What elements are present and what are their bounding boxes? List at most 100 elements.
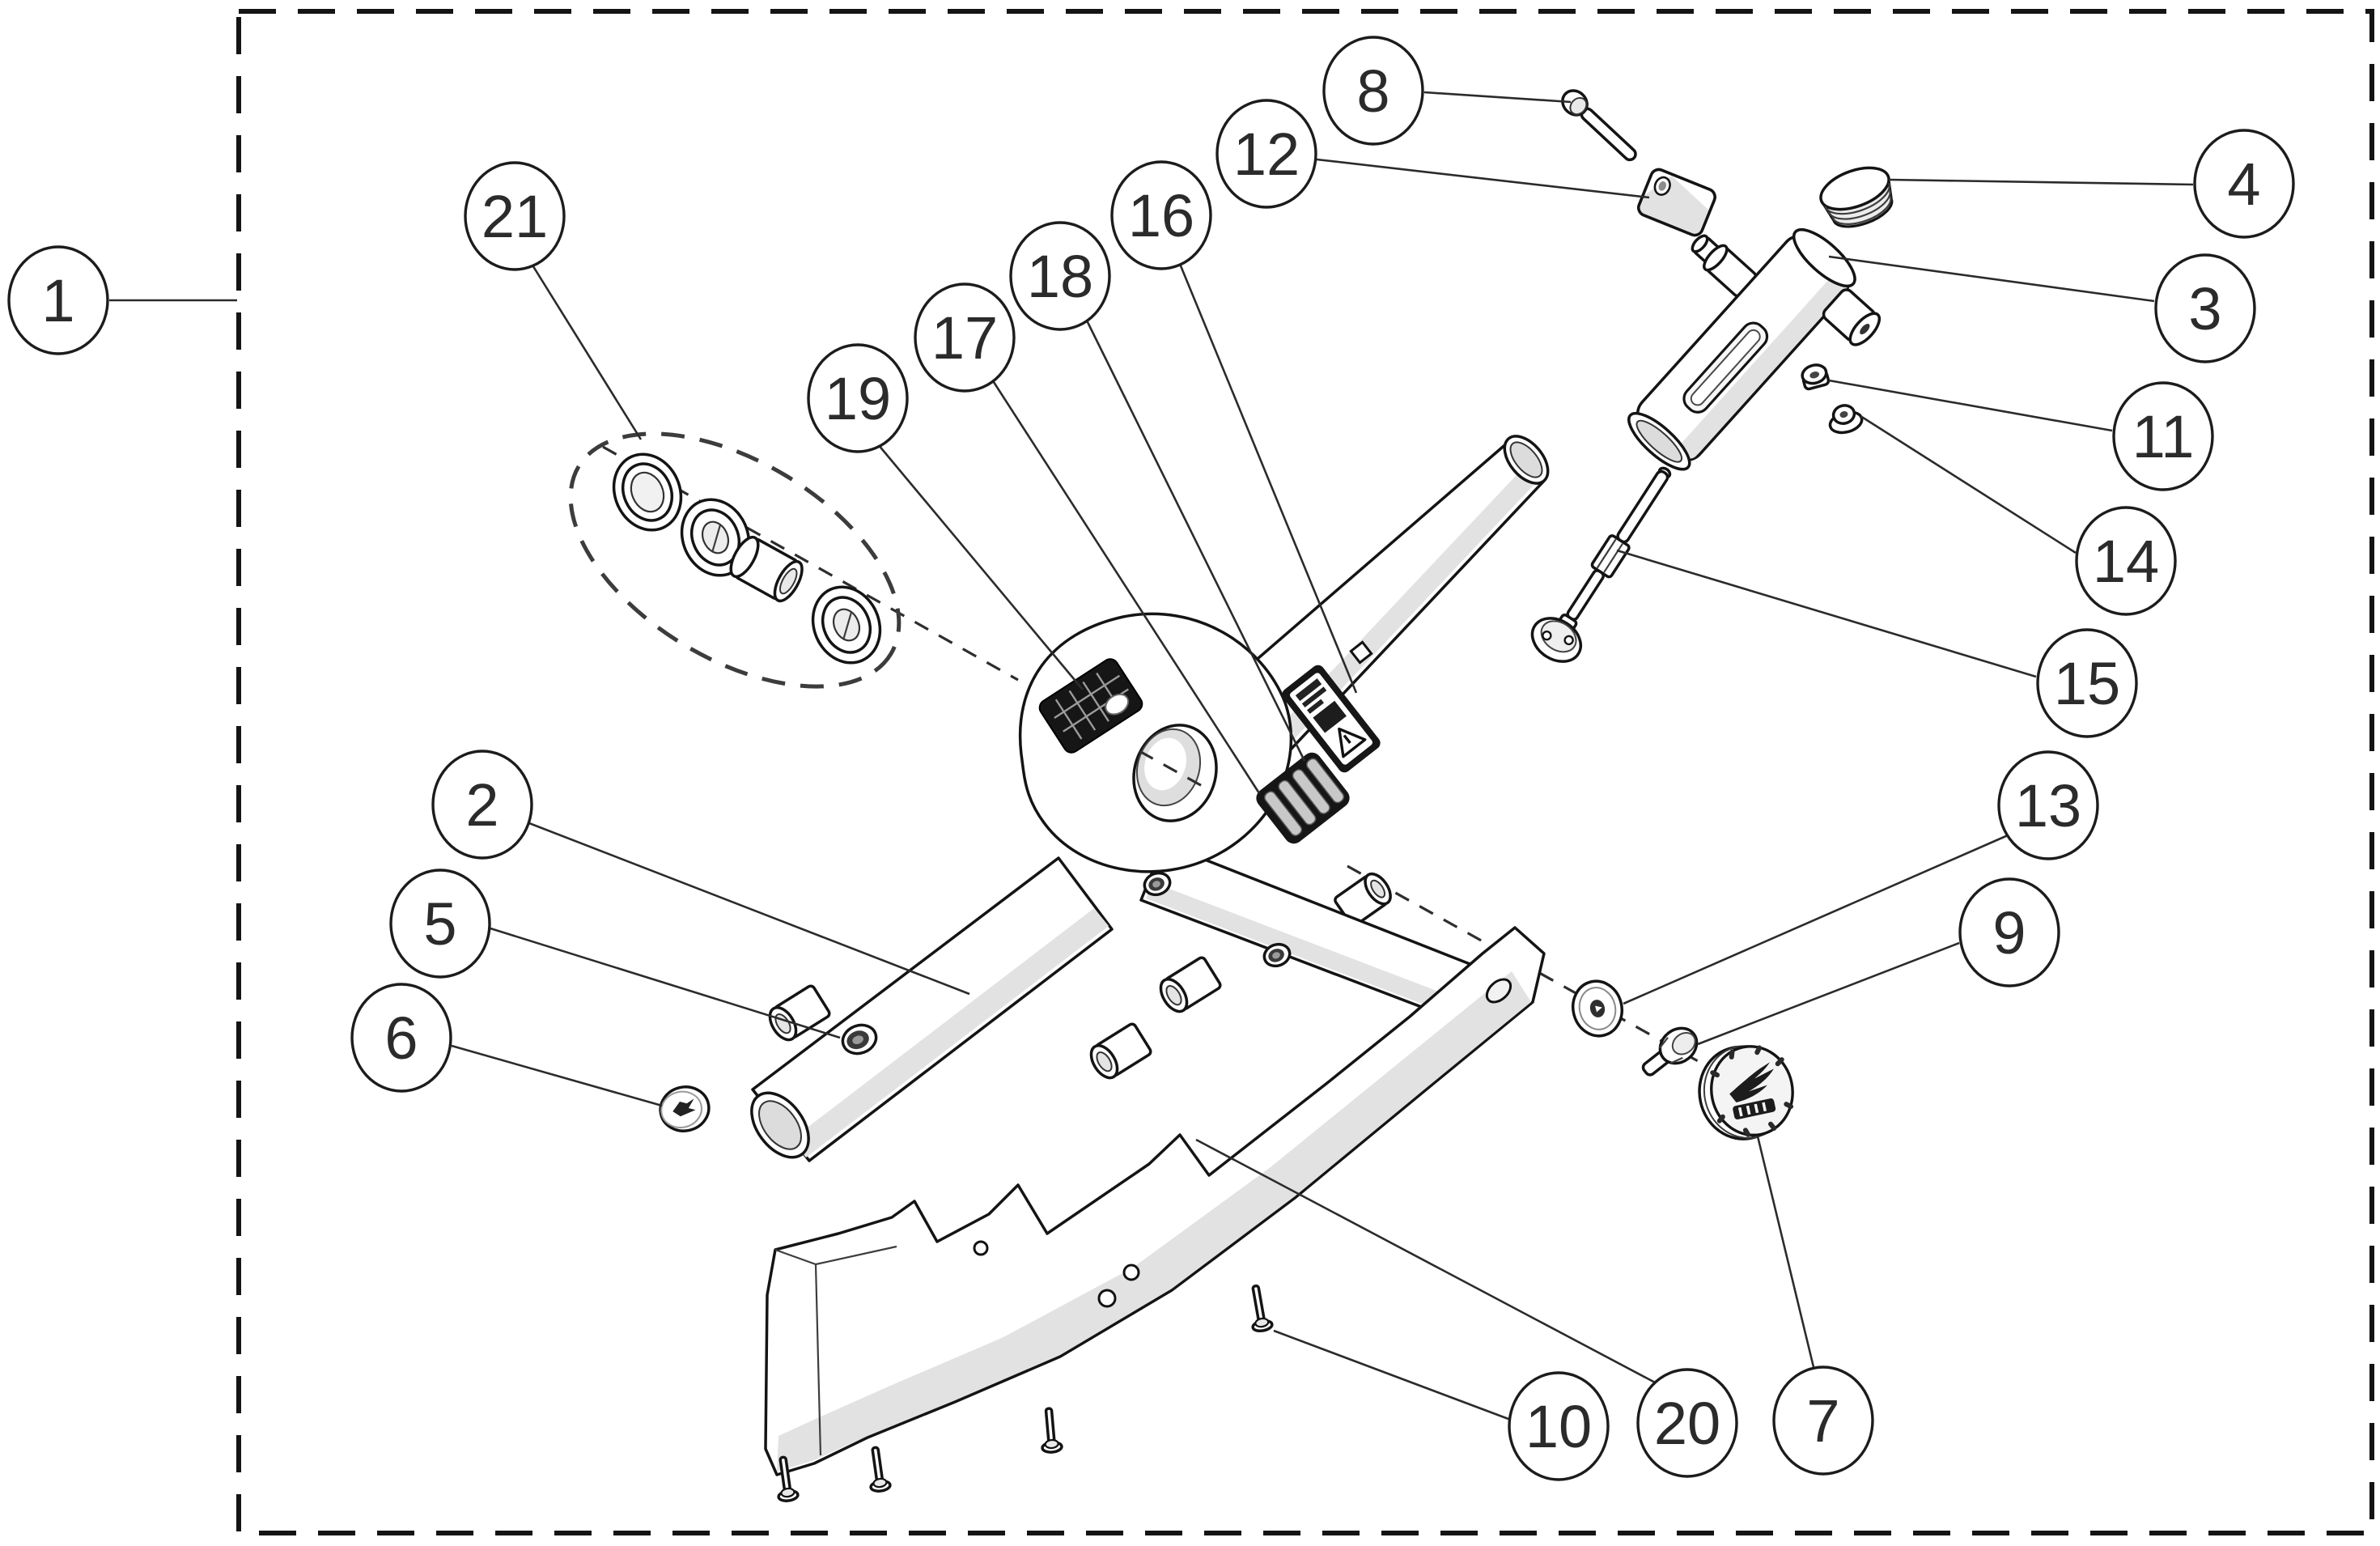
- callout-number: 12: [1233, 121, 1300, 188]
- callout-circle-18[interactable]: [1009, 221, 1111, 331]
- pivot-rod-group: [1530, 466, 1672, 663]
- callout-3[interactable]: 3: [2154, 253, 2256, 363]
- bore: [1370, 879, 1386, 898]
- callout-19[interactable]: 19: [807, 343, 909, 453]
- axis-segment: [602, 445, 1019, 682]
- callout-circle-14[interactable]: [2075, 506, 2177, 616]
- callout-15[interactable]: 15: [2036, 628, 2138, 738]
- callout-circle-4[interactable]: [2193, 129, 2295, 239]
- callout-number: 5: [423, 890, 456, 958]
- callout-circle-7[interactable]: [1772, 1365, 1874, 1476]
- callout-16[interactable]: 16: [1110, 160, 1212, 270]
- callout-circle-2[interactable]: [431, 750, 533, 860]
- cross-tube-down-1: [768, 984, 831, 1042]
- callout-number: 1: [41, 267, 74, 334]
- leader-line-21: [530, 263, 643, 440]
- callout-number: 16: [1128, 182, 1194, 249]
- callout-4[interactable]: 4: [2193, 129, 2295, 239]
- screw: [777, 1455, 800, 1502]
- frame-arm-group: [750, 435, 1550, 1162]
- tick: [711, 524, 722, 552]
- pivot-shaft-group: [1627, 227, 1882, 471]
- callout-number: 15: [2054, 650, 2120, 717]
- callout-8[interactable]: 8: [1322, 36, 1424, 146]
- flange-hole: [1563, 635, 1574, 646]
- guard-end-slot: [1485, 978, 1512, 1004]
- warning-decal: [1282, 665, 1381, 773]
- guard-dome-rivet: [1097, 1289, 1117, 1308]
- pivot-bolt-group: [1641, 1026, 1699, 1077]
- callout-number: 11: [2132, 403, 2195, 470]
- clamp-spacer-group: [1637, 168, 1716, 237]
- callout-circle-3[interactable]: [2154, 253, 2256, 363]
- bore: [701, 520, 730, 554]
- callout-17[interactable]: 17: [914, 282, 1016, 393]
- callout-circle-15[interactable]: [2036, 628, 2138, 738]
- decal-oval-hole: [1105, 693, 1130, 716]
- grid-decal: [1038, 658, 1143, 754]
- warning-triangle-icon: [1338, 727, 1367, 758]
- pad-rib: [1306, 758, 1345, 804]
- callout-circle-17[interactable]: [914, 282, 1016, 393]
- screw-set-group: [777, 1284, 1274, 1502]
- cross-tube-up-1: [1334, 872, 1392, 927]
- shaft-head-end: [1792, 227, 1856, 288]
- washer-group: [1572, 979, 1623, 1038]
- callout-number: 14: [2093, 528, 2159, 595]
- callout-circle-20[interactable]: [1636, 1368, 1738, 1478]
- callout-number: 8: [1356, 57, 1389, 125]
- assembly-boundary-dashed-box: [236, 9, 2374, 1535]
- callout-circle-6[interactable]: [350, 983, 452, 1093]
- callout-18[interactable]: 18: [1009, 221, 1111, 331]
- callout-20[interactable]: 20: [1636, 1368, 1738, 1478]
- middle-beam-shade: [1146, 882, 1487, 1026]
- callout-number: 6: [384, 1004, 418, 1072]
- lower-tube-shade: [791, 908, 1109, 1157]
- callout-9[interactable]: 9: [1958, 877, 2060, 987]
- boss-cap-2: [1691, 234, 1709, 253]
- shaft-bore: [1635, 419, 1683, 463]
- callout-circle-1[interactable]: [7, 245, 109, 355]
- leader-line-17: [991, 379, 1261, 794]
- guard-wedge-facets: [774, 1245, 897, 1456]
- callout-7[interactable]: 7: [1772, 1365, 1874, 1476]
- callout-11[interactable]: 11: [2112, 381, 2214, 491]
- callout-circle-21[interactable]: [464, 161, 566, 271]
- leader-line-4: [1888, 178, 2194, 186]
- head-dome: [1254, 1317, 1270, 1328]
- callout-14[interactable]: 14: [2075, 506, 2177, 616]
- washer-bore-key: [1595, 1005, 1602, 1013]
- callout-number: 10: [1525, 1393, 1592, 1460]
- callout-circle-16[interactable]: [1110, 160, 1212, 270]
- callout-number: 9: [1992, 899, 2026, 966]
- leader-line-2: [528, 822, 970, 996]
- callout-10[interactable]: 10: [1508, 1371, 1610, 1481]
- callout-circle-13[interactable]: [1997, 750, 2099, 860]
- callout-circle-5[interactable]: [389, 869, 491, 979]
- core: [1152, 881, 1160, 888]
- cap-rim: [660, 1090, 702, 1128]
- callout-5[interactable]: 5: [389, 869, 491, 979]
- back-cap: [729, 535, 760, 579]
- hex-facet: [1603, 543, 1623, 573]
- bore: [630, 471, 665, 513]
- callout-12[interactable]: 12: [1215, 99, 1317, 209]
- bolt-shaft: [1580, 107, 1637, 162]
- callout-number: 17: [931, 304, 998, 372]
- callout-circle-10[interactable]: [1508, 1371, 1610, 1481]
- callout-6[interactable]: 6: [350, 983, 452, 1093]
- kit-dashed-ellipse: [568, 431, 902, 689]
- callout-21[interactable]: 21: [464, 161, 566, 271]
- thread-line: [1831, 196, 1892, 225]
- callout-circle-9[interactable]: [1958, 877, 2060, 987]
- callout-13[interactable]: 13: [1997, 750, 2099, 860]
- callout-circle-8[interactable]: [1322, 36, 1424, 146]
- callout-circle-19[interactable]: [807, 343, 909, 453]
- callout-1[interactable]: 1: [7, 245, 109, 355]
- callout-2[interactable]: 2: [431, 750, 533, 860]
- leader-line-18: [1084, 318, 1306, 762]
- callout-circle-11[interactable]: [2112, 381, 2214, 491]
- callout-circle-12[interactable]: [1215, 99, 1317, 209]
